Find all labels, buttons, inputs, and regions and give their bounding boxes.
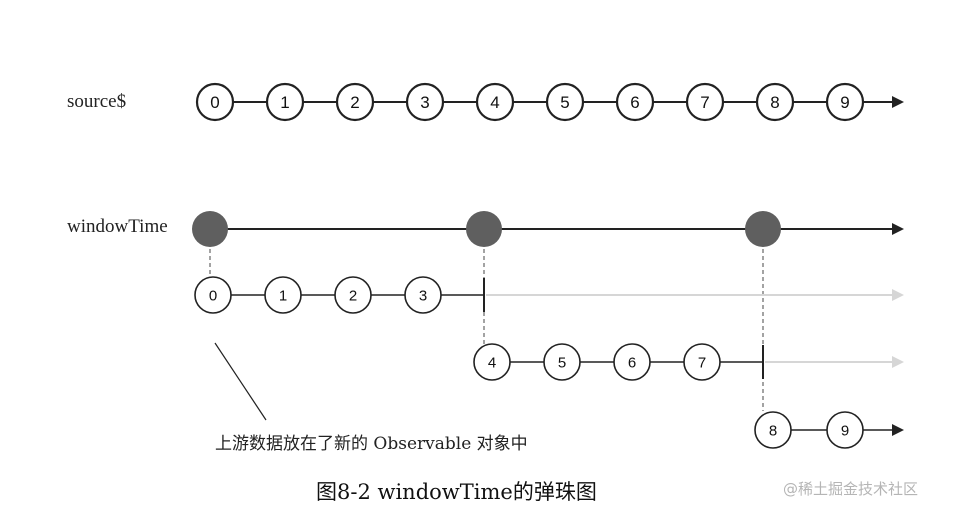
window-open-marker xyxy=(192,211,228,247)
source-marble-label: 2 xyxy=(350,93,359,112)
source-marble-label: 9 xyxy=(840,93,849,112)
window-marble-label: 0 xyxy=(209,287,217,304)
windowtime-label: windowTime xyxy=(67,216,168,237)
source-marble xyxy=(825,82,865,122)
window-faded-arrowhead xyxy=(892,356,904,368)
source-marble xyxy=(685,82,725,122)
window-marble-label: 6 xyxy=(628,354,636,371)
window-streams: 0 1 2 3 4 5 6 7 8 9 xyxy=(194,276,904,449)
window-open-marker xyxy=(745,211,781,247)
figure-caption: 图8-2 windowTime的弹珠图 xyxy=(316,480,597,504)
source-marble xyxy=(475,82,515,122)
window-marble xyxy=(194,276,232,314)
window-arrowhead xyxy=(892,424,904,436)
source-marble xyxy=(265,82,305,122)
source-marble-label: 0 xyxy=(210,93,219,112)
source-arrowhead xyxy=(892,96,904,108)
window-faded-arrowhead xyxy=(892,289,904,301)
annotation-pointer xyxy=(214,342,267,421)
source-marble-label: 4 xyxy=(490,93,499,112)
watermark: @稀土掘金技术社区 xyxy=(783,480,919,498)
window-marble xyxy=(826,411,864,449)
window-marble xyxy=(264,276,302,314)
window-marble-label: 5 xyxy=(558,354,566,371)
source-marble xyxy=(195,82,235,122)
windowtime-stream xyxy=(192,211,904,411)
window-marble xyxy=(683,343,721,381)
source-marble-label: 7 xyxy=(700,93,709,112)
annotation-text: 上游数据放在了新的 Observable 对象中 xyxy=(215,434,528,454)
source-marble-label: 5 xyxy=(560,93,569,112)
source-marble-label: 1 xyxy=(280,93,289,112)
windowtime-arrowhead xyxy=(892,223,904,235)
source-marble-label: 3 xyxy=(420,93,429,112)
source-marble-label: 8 xyxy=(770,93,779,112)
source-marble xyxy=(545,82,585,122)
window-marble xyxy=(613,343,651,381)
window-marble-label: 7 xyxy=(698,354,706,371)
window-marble-label: 4 xyxy=(488,354,496,371)
window-marble-label: 8 xyxy=(769,422,777,439)
window-marble xyxy=(473,343,511,381)
window-marble-label: 1 xyxy=(279,287,287,304)
window-marble-label: 2 xyxy=(349,287,357,304)
source-label: source$ xyxy=(67,91,127,112)
source-marble xyxy=(405,82,445,122)
source-marble-label: 6 xyxy=(630,93,639,112)
source-marble xyxy=(615,82,655,122)
window-marble xyxy=(334,276,372,314)
window-open-marker xyxy=(466,211,502,247)
source-stream: 0 1 2 3 4 5 6 7 8 9 xyxy=(195,82,904,122)
source-marble xyxy=(335,82,375,122)
window-marble xyxy=(543,343,581,381)
window-marble-label: 3 xyxy=(419,287,427,304)
window-marble-label: 9 xyxy=(841,422,849,439)
window-marble xyxy=(754,411,792,449)
window-marble xyxy=(404,276,442,314)
source-marble xyxy=(755,82,795,122)
